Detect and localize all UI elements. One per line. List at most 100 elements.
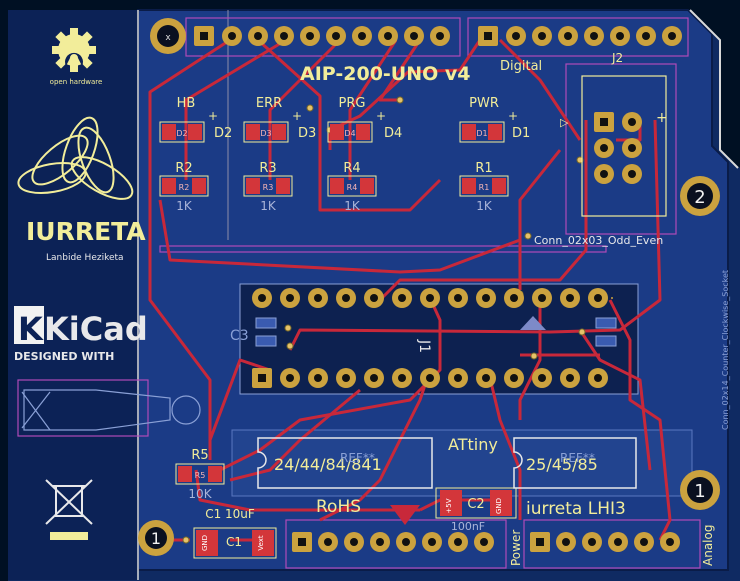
- svg-text:D2: D2: [176, 129, 187, 138]
- svg-text:Vext: Vext: [257, 535, 265, 551]
- led-ref-d2: D2: [214, 126, 232, 141]
- svg-text:+: +: [208, 109, 218, 123]
- resistor-value-r1: 1K: [476, 199, 493, 213]
- mounting-hole-right-bottom[interactable]: 1: [680, 470, 720, 510]
- svg-text:+5V: +5V: [445, 498, 453, 513]
- j1-ref: J1: [416, 339, 432, 353]
- c1-ref: C1: [226, 535, 242, 549]
- led-d3[interactable]: D3 +: [243, 109, 302, 143]
- svg-text:D4: D4: [344, 129, 355, 138]
- copper-traces: [148, 38, 672, 542]
- resistor-ref-r4: R4: [343, 161, 360, 176]
- mounting-hole-top-left[interactable]: x: [150, 18, 186, 54]
- led-ref-d1: D1: [512, 126, 530, 141]
- board-edge-outline: [689, 9, 739, 169]
- svg-text:R3: R3: [263, 183, 274, 192]
- led-label-pwr: PWR: [469, 96, 499, 111]
- pin-marker: [520, 316, 546, 330]
- header-analog[interactable]: [530, 532, 680, 552]
- socket-ref-left: REF**: [340, 451, 375, 465]
- svg-text:GND: GND: [495, 498, 503, 514]
- svg-text:+: +: [656, 110, 668, 126]
- svg-text:+: +: [376, 109, 386, 123]
- socket-ref-right: REF**: [560, 451, 595, 465]
- mounting-hole-label: 2: [694, 187, 705, 208]
- header-power[interactable]: [292, 532, 494, 552]
- resistor-ref-r5: R5: [191, 448, 208, 463]
- mounting-hole-label: 1: [694, 481, 705, 502]
- open-hardware-logo: [52, 28, 96, 72]
- socket-footprint-label: Conn_02x14_Counter_Clockwise_Socket: [721, 270, 730, 430]
- header-digital-left[interactable]: [194, 26, 450, 46]
- svg-text:R5: R5: [195, 471, 206, 480]
- c2-ref: C2: [467, 497, 484, 512]
- weee-recycle-icon: [45, 479, 93, 540]
- capacitor-c2[interactable]: +5V GND: [435, 487, 517, 519]
- digital-label: Digital: [500, 59, 542, 74]
- attiny-label: ATtiny: [448, 435, 498, 454]
- board-title: AIP-200-UNO v4: [300, 63, 471, 85]
- resistor-r4[interactable]: R4: [327, 175, 377, 197]
- resistor-value-r2: 1K: [176, 199, 193, 213]
- j2-ref: J2: [611, 51, 623, 65]
- kicad-logo: K KiCad: [14, 306, 148, 348]
- resistor-ref-r3: R3: [259, 161, 276, 176]
- led-label-prg: PRG: [339, 96, 366, 111]
- svg-text:KiCad: KiCad: [44, 310, 148, 348]
- svg-text:R1: R1: [479, 183, 490, 192]
- j1-ic-socket[interactable]: [252, 288, 613, 388]
- svg-text:D3: D3: [260, 129, 271, 138]
- brand-label: iurreta LHI3: [526, 499, 626, 519]
- svg-text:D1: D1: [476, 129, 487, 138]
- open-hardware-text: open hardware: [50, 78, 103, 86]
- rohs-label: RoHS: [316, 497, 361, 517]
- svg-text:+: +: [292, 109, 302, 123]
- power-label: Power: [509, 530, 523, 566]
- mounting-hole-label: 1: [151, 529, 161, 548]
- svg-text:K: K: [18, 310, 44, 348]
- svg-text:R2: R2: [179, 183, 190, 192]
- c3-ref: C3: [230, 328, 249, 344]
- led-d4[interactable]: D4 +: [327, 109, 386, 143]
- kicad-sub: DESIGNED WITH: [14, 350, 114, 363]
- led-d1[interactable]: D1 +: [459, 109, 518, 143]
- svg-text:R4: R4: [347, 183, 358, 192]
- led-label-err: ERR: [256, 96, 282, 111]
- j2-isp-header[interactable]: ▷ +: [560, 75, 668, 217]
- svg-text:▷: ▷: [560, 116, 569, 129]
- resistor-ref-r2: R2: [175, 161, 192, 176]
- mounting-hole-right-top[interactable]: 2: [680, 176, 720, 216]
- c2-value: 100nF: [451, 520, 485, 533]
- iurreta-sub: Lanbide Heziketa: [46, 253, 124, 263]
- trace-junction: [390, 505, 420, 525]
- svg-text:x: x: [165, 33, 171, 43]
- probe-outline: [21, 389, 201, 431]
- chip-right-label: 25/45/85: [526, 455, 598, 474]
- svg-text:GND: GND: [201, 535, 209, 551]
- resistor-value-r5: 10K: [188, 487, 212, 501]
- led-ref-d4: D4: [384, 126, 402, 141]
- chip-left-label: 24/44/84/841: [274, 455, 382, 474]
- resistor-r1[interactable]: R1: [459, 175, 509, 197]
- led-ref-d3: D3: [298, 126, 316, 141]
- courtyards: [17, 17, 701, 569]
- led-d2[interactable]: D2 +: [159, 109, 218, 143]
- svg-text:+: +: [508, 109, 518, 123]
- resistor-r5[interactable]: R5: [175, 463, 225, 485]
- led-label-hb: HB: [177, 96, 196, 111]
- header-digital-right[interactable]: [478, 26, 682, 46]
- resistor-ref-r1: R1: [475, 161, 492, 176]
- resistor-r2[interactable]: R2: [159, 175, 209, 197]
- mounting-hole-bottom-left[interactable]: 1: [138, 520, 174, 556]
- chip-outline-left: [257, 437, 433, 489]
- capacitor-c1[interactable]: GND Vext: [193, 527, 277, 559]
- chip-outline-right: [513, 437, 637, 489]
- logo-area: [8, 10, 138, 580]
- resistor-r3[interactable]: R3: [243, 175, 293, 197]
- c1-value: C1 10uF: [205, 507, 255, 521]
- capacitor-c3[interactable]: [255, 317, 617, 347]
- iurreta-text: IURRETA: [26, 217, 146, 246]
- resistor-value-r4: 1K: [344, 199, 361, 213]
